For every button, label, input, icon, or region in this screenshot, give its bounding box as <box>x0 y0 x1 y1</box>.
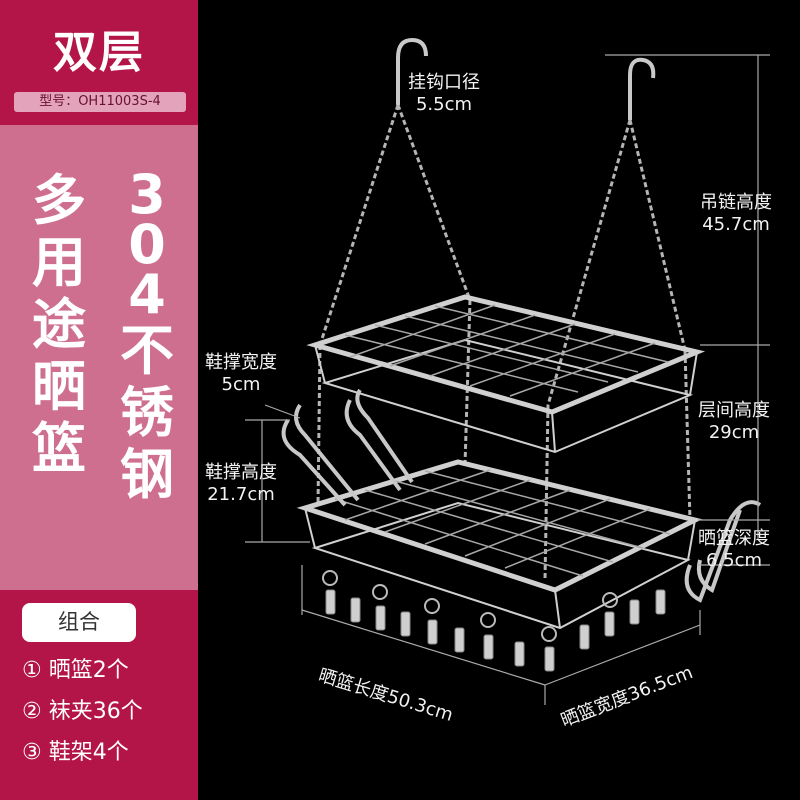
headline-char: 多 <box>32 169 86 232</box>
dim-value: 45.7cm <box>702 214 770 235</box>
sock-clips <box>322 570 666 672</box>
headline-char: 途 <box>32 293 86 356</box>
layer-height-label: 层间高度 29cm <box>698 400 770 444</box>
dimension-lines <box>245 54 770 705</box>
dim-value: 21.7cm <box>207 484 275 505</box>
dim-value: 6.5cm <box>705 550 763 571</box>
headline-char: 钢 <box>120 443 174 506</box>
combo-item: ② 袜夹36个 <box>22 699 143 724</box>
basket-depth-label: 晒篮深度 6.5cm <box>698 528 770 572</box>
combo-item: ① 晒篮2个 <box>22 658 129 683</box>
upper-basket <box>306 294 706 454</box>
combo-label: 组合 <box>22 603 136 642</box>
model-number-tag: 型号：OH11003S-4 <box>14 92 186 112</box>
headline-left-column: 多 用 途 晒 篮 <box>28 170 90 480</box>
shoe-height-label: 鞋撑高度 21.7cm <box>205 462 277 506</box>
chain-height-label: 吊链高度 45.7cm <box>700 192 772 236</box>
headline-char: 4 <box>128 263 166 326</box>
dim-name: 晒篮深度 <box>698 528 770 549</box>
hook-icon <box>396 37 428 105</box>
headline-char: 晒 <box>32 355 86 418</box>
sidebar-header: 双层 型号：OH11003S-4 <box>0 0 198 125</box>
hook-icon <box>628 57 656 120</box>
headline-char: 锈 <box>120 381 174 444</box>
dim-name: 层间高度 <box>698 400 770 421</box>
combo-list: ① 晒篮2个 ② 袜夹36个 ③ 鞋架4个 <box>22 650 143 773</box>
headline-char: 不 <box>120 319 174 382</box>
combo-item: ③ 鞋架4个 <box>22 740 129 765</box>
dim-value: 5cm <box>221 374 261 395</box>
headline-panel <box>0 125 198 590</box>
dim-name: 挂钩口径 <box>408 72 480 93</box>
shoe-width-label: 鞋撑宽度 5cm <box>205 352 277 396</box>
headline-char: 3 <box>128 163 166 226</box>
dim-value: 29cm <box>708 422 760 443</box>
headline-right-column: 3 0 4 不 锈 钢 <box>116 163 178 506</box>
shoe-rack <box>281 388 762 603</box>
dim-name: 吊链高度 <box>700 192 772 213</box>
product-title: 双层 <box>53 27 145 78</box>
dim-value: 5.5cm <box>415 94 473 115</box>
product-illustration <box>245 37 770 705</box>
headline-char: 用 <box>32 231 86 294</box>
dim-name: 鞋撑高度 <box>205 462 277 483</box>
headline-char: 篮 <box>32 417 86 480</box>
hook-diameter-label: 挂钩口径 5.5cm <box>408 72 480 116</box>
dim-name: 鞋撑宽度 <box>205 352 277 373</box>
headline-char: 0 <box>128 213 166 276</box>
